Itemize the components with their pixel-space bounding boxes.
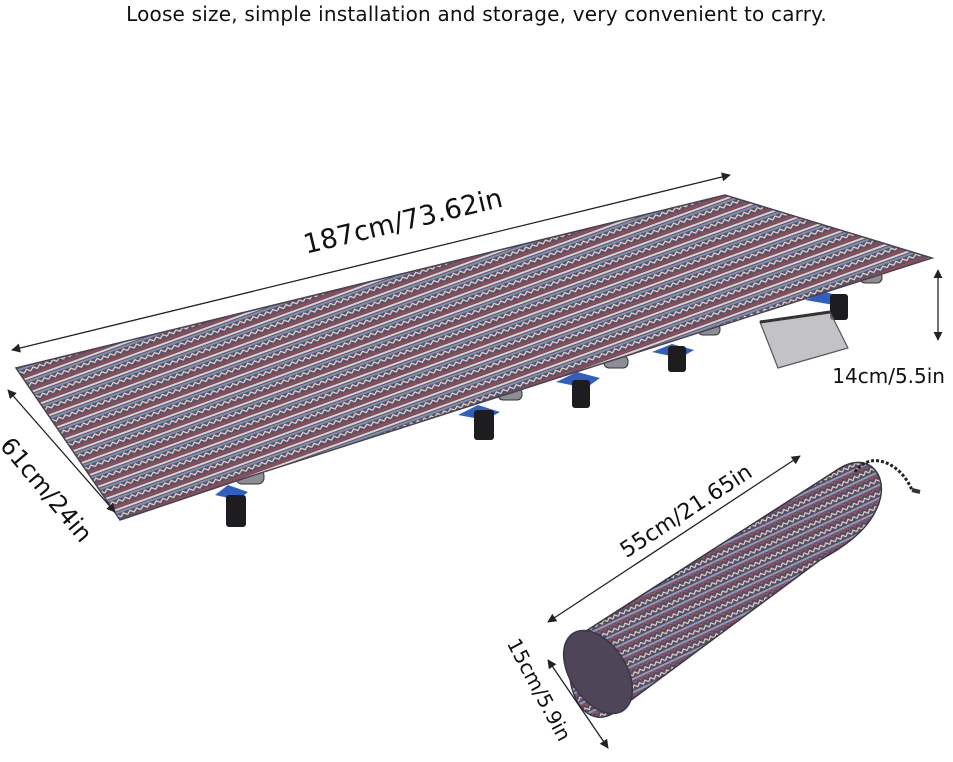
cot-leg <box>215 469 265 527</box>
bag-drawcord <box>853 459 914 491</box>
cot-length-label: 187cm/73.62in <box>300 183 505 261</box>
cot-leg <box>556 355 629 408</box>
cot-leg <box>805 271 883 320</box>
camping-cot <box>14 194 935 527</box>
cot-width-arrow <box>7 389 116 513</box>
headline-text: Loose size, simple installation and stor… <box>126 2 827 26</box>
storage-bag <box>562 459 921 718</box>
bag-length-arrow <box>547 455 801 623</box>
mesh-pocket-edge <box>759 310 831 324</box>
bag-cord-end <box>911 488 921 494</box>
cot-length-arrow <box>11 172 731 353</box>
bag-diameter-arrow <box>547 659 609 749</box>
cot-height-label: 14cm/5.5in <box>832 364 945 388</box>
